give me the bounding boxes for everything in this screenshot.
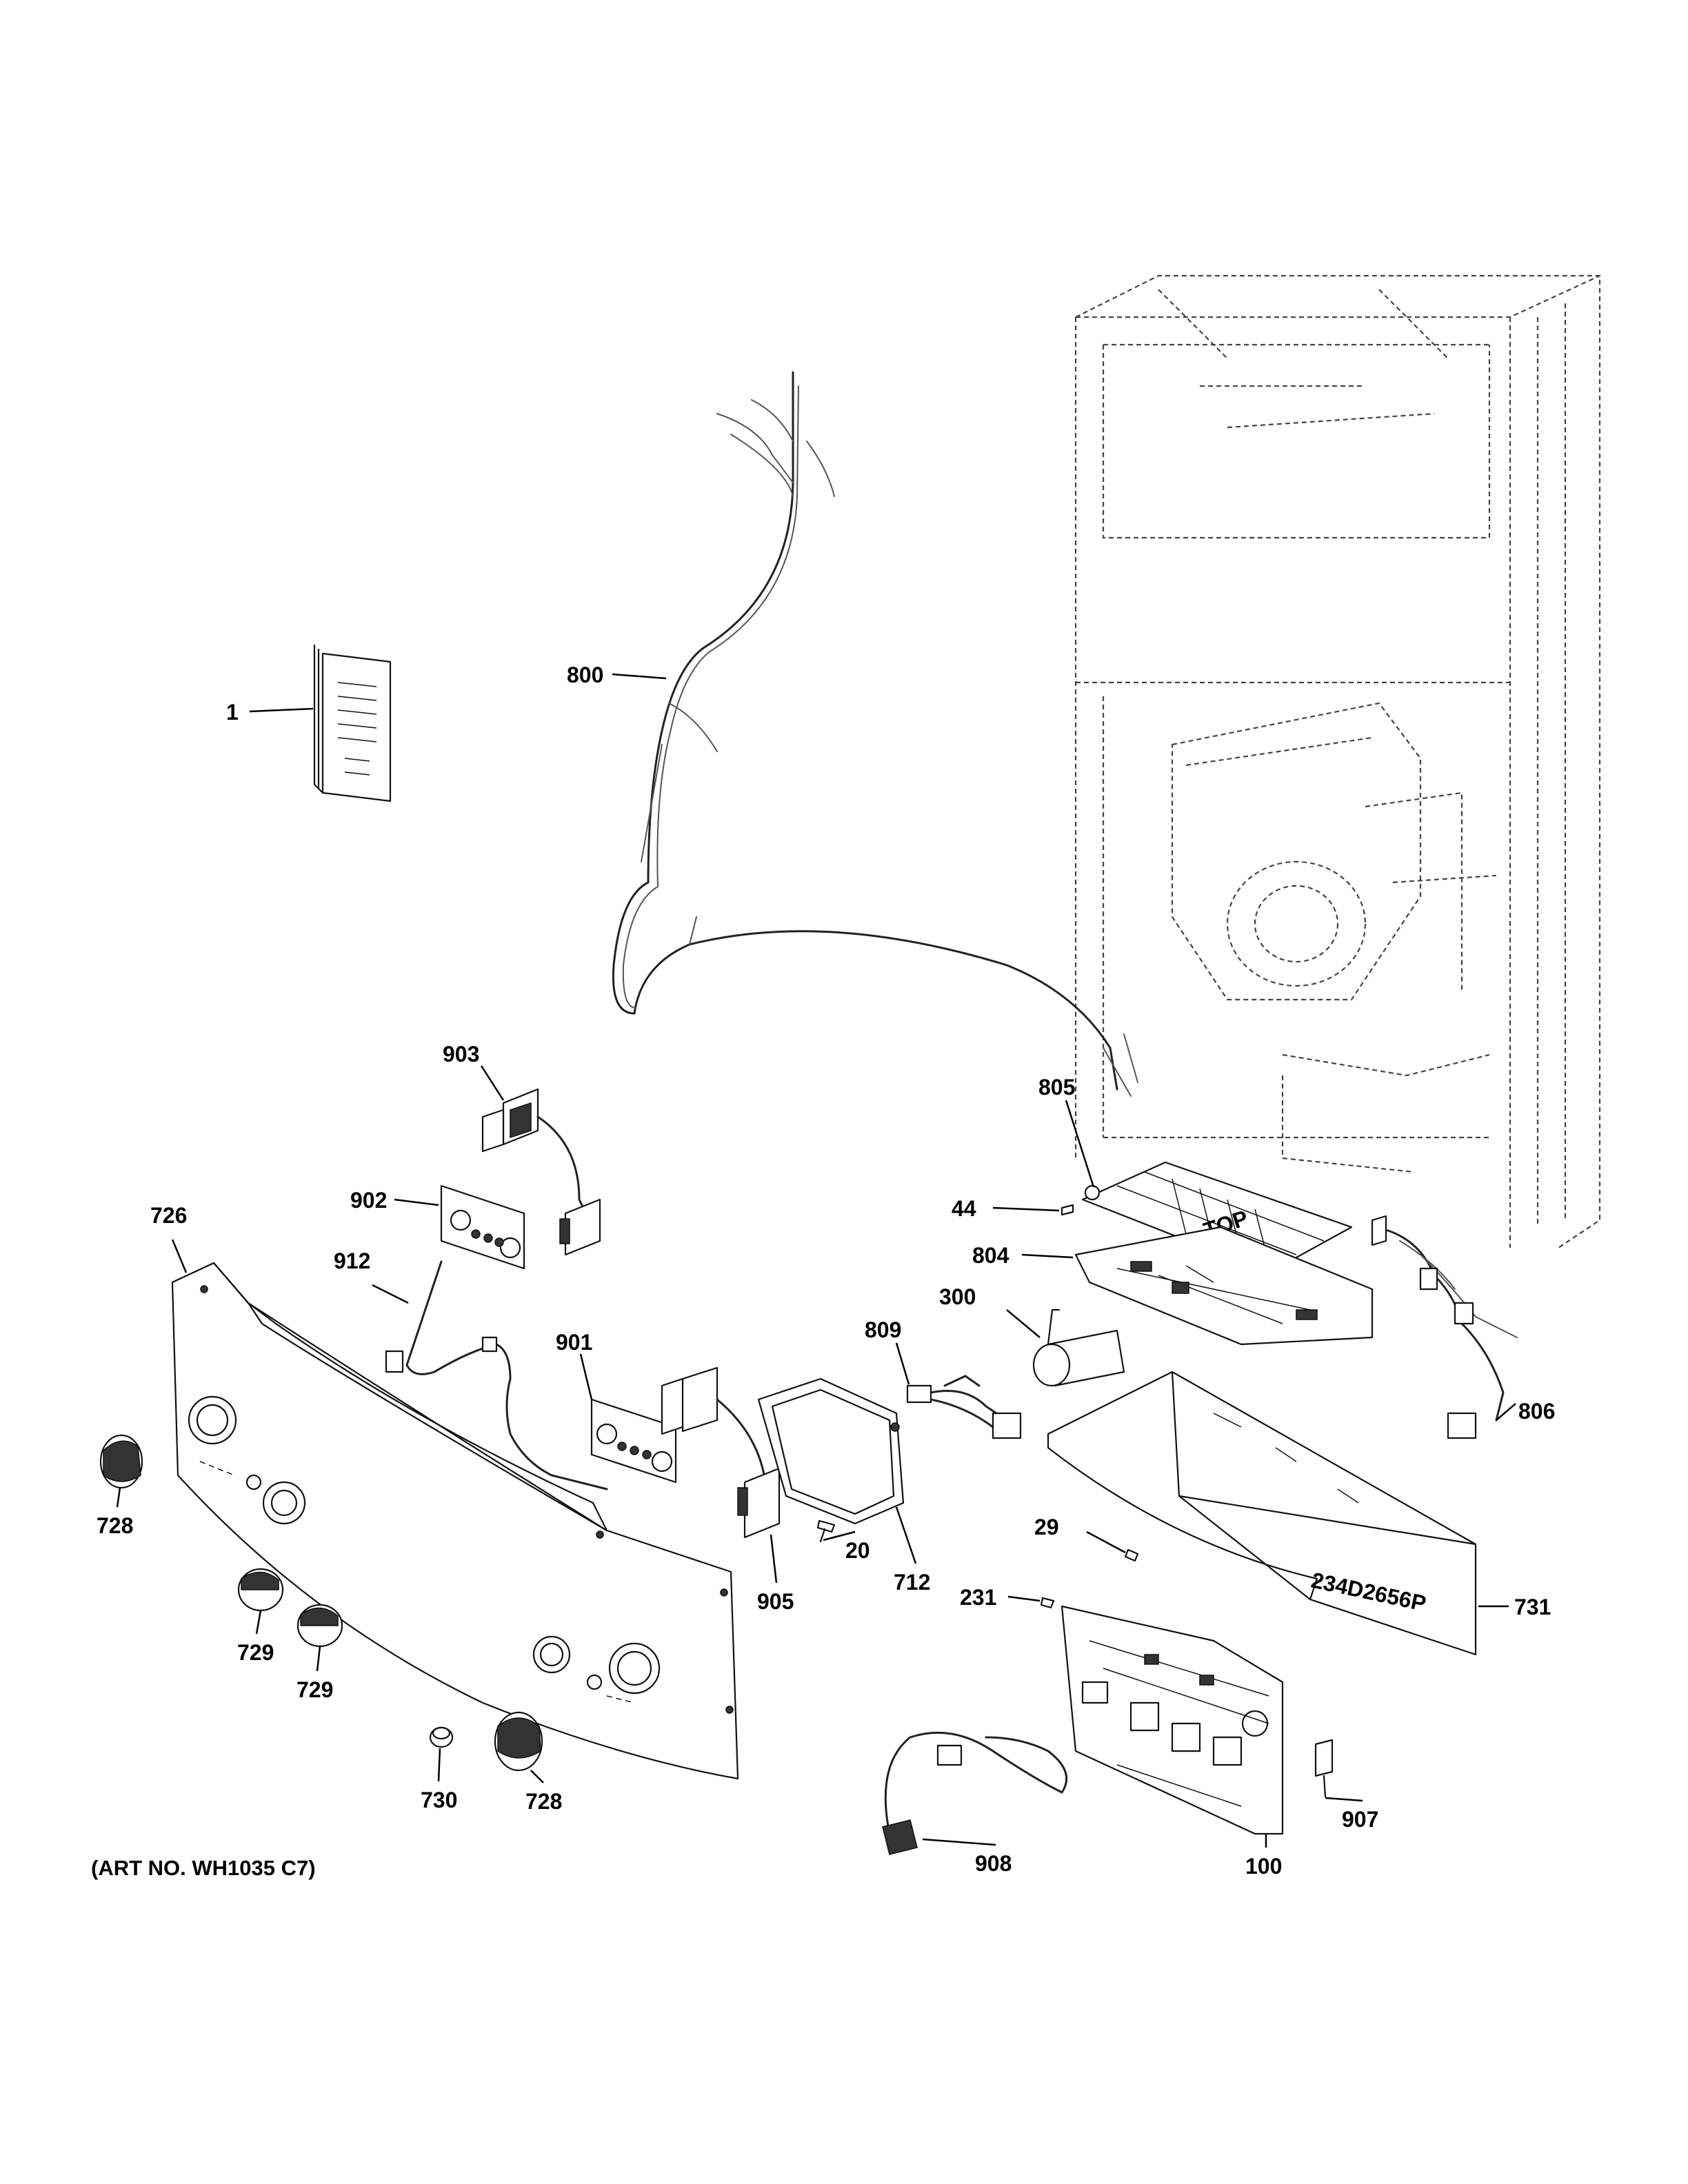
screw-231 (1040, 1597, 1055, 1609)
callout-901: 901 (556, 1330, 592, 1355)
callout-729-top: 729 (237, 1640, 274, 1665)
callout-726: 726 (150, 1203, 187, 1228)
callout-728-left: 728 (97, 1513, 133, 1538)
callout-907: 907 (1342, 1807, 1378, 1832)
bracket-712 (757, 1377, 905, 1525)
callout-905: 905 (757, 1589, 794, 1614)
callout-902: 902 (350, 1188, 387, 1213)
callout-912: 912 (334, 1248, 370, 1273)
knob-729-bottom (297, 1604, 343, 1648)
screw-20 (816, 1519, 836, 1543)
wire-912 (385, 1260, 608, 1490)
harness-908 (882, 1731, 1068, 1855)
screw-29 (1124, 1548, 1139, 1562)
housing-731: 234D2656P (1047, 1371, 1477, 1656)
control-panel-726 (171, 1262, 739, 1780)
callout-labels: 1 800 903 902 912 726 901 805 44 804 300… (97, 663, 1555, 1879)
callout-20: 20 (845, 1538, 870, 1563)
selector-switch-903 (481, 1088, 601, 1256)
callout-29: 29 (1034, 1515, 1059, 1539)
knob-728-right (494, 1711, 543, 1772)
callout-leaders (116, 673, 1516, 1848)
callout-804: 804 (972, 1243, 1009, 1268)
knob-728-left (99, 1434, 143, 1489)
interface-board-902 (440, 1184, 525, 1270)
callout-300: 300 (939, 1284, 976, 1309)
callout-805: 805 (1038, 1075, 1075, 1100)
callout-809: 809 (865, 1317, 901, 1342)
interface-board-901 (590, 1398, 677, 1484)
main-board-100 (1061, 1605, 1284, 1835)
callout-1: 1 (226, 700, 239, 725)
screw-44 (1061, 1204, 1074, 1216)
art-number-note: (ART NO. WH1035 C7) (91, 1856, 316, 1880)
knob-729-top (237, 1568, 284, 1612)
sensor-907 (1314, 1739, 1334, 1798)
callout-231: 231 (960, 1585, 996, 1610)
dryer-cabinet (1074, 274, 1601, 1248)
control-board-804 (1074, 1226, 1374, 1346)
harness-806 (1371, 1215, 1518, 1439)
callout-729-bottom: 729 (297, 1677, 333, 1702)
callout-44: 44 (952, 1196, 976, 1221)
callout-903: 903 (443, 1042, 479, 1066)
callout-712: 712 (894, 1570, 930, 1595)
callout-800: 800 (567, 663, 603, 687)
harness-809 (906, 1375, 1022, 1439)
owners-manual (313, 644, 392, 802)
callout-731: 731 (1514, 1595, 1551, 1619)
callout-730: 730 (421, 1788, 457, 1812)
callout-908: 908 (975, 1851, 1012, 1876)
main-wire-harness (612, 371, 1138, 1097)
callout-100: 100 (1245, 1854, 1282, 1879)
capacitor-300 (1032, 1308, 1125, 1387)
callout-806: 806 (1518, 1399, 1555, 1424)
button-730 (429, 1726, 454, 1748)
selector-switch-905 (661, 1366, 781, 1539)
callout-728-right: 728 (525, 1789, 562, 1814)
